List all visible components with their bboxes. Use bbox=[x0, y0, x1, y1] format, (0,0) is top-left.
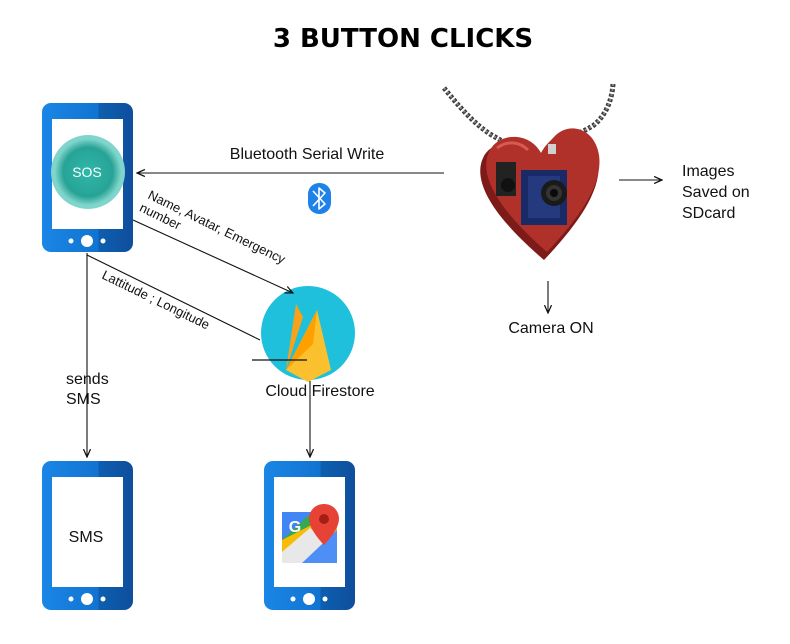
profile-arrow bbox=[132, 219, 293, 293]
images-label-line2: Saved on bbox=[682, 184, 750, 201]
sos-button bbox=[55, 139, 121, 205]
svg-text:G: G bbox=[289, 519, 301, 536]
images-label-line1: Images bbox=[682, 163, 734, 180]
sms-edge-label: sends SMS bbox=[66, 371, 113, 408]
firebase-icon bbox=[286, 304, 331, 382]
sos-phone: SOS bbox=[42, 103, 133, 252]
firestore-node: Cloud Firestore bbox=[252, 286, 375, 400]
profile-label: Name, Avatar, Emergency number bbox=[137, 186, 291, 282]
camera-label: Camera ON bbox=[508, 320, 593, 337]
bluetooth-icon bbox=[308, 183, 331, 214]
sms-phone: SMS bbox=[42, 461, 133, 610]
firestore-label: Cloud Firestore bbox=[265, 383, 374, 400]
heart-camera-pendant bbox=[442, 83, 616, 260]
images-label: Images Saved on SDcard bbox=[682, 163, 754, 222]
google-maps-icon: G bbox=[282, 504, 339, 563]
maps-phone: G bbox=[264, 461, 355, 610]
diagram-title: 3 BUTTON CLICKS bbox=[273, 24, 533, 54]
location-label: Lattitude ; Longitude bbox=[100, 267, 212, 332]
images-label-line3: SDcard bbox=[682, 205, 735, 222]
bluetooth-label: Bluetooth Serial Write bbox=[230, 146, 385, 163]
sos-button-label: SOS bbox=[72, 164, 102, 180]
location-arrow bbox=[86, 254, 261, 341]
sms-screen-label: SMS bbox=[69, 529, 104, 546]
sms-edge-label-line2: SMS bbox=[66, 391, 101, 408]
sms-edge-label-line1: sends bbox=[66, 371, 109, 388]
